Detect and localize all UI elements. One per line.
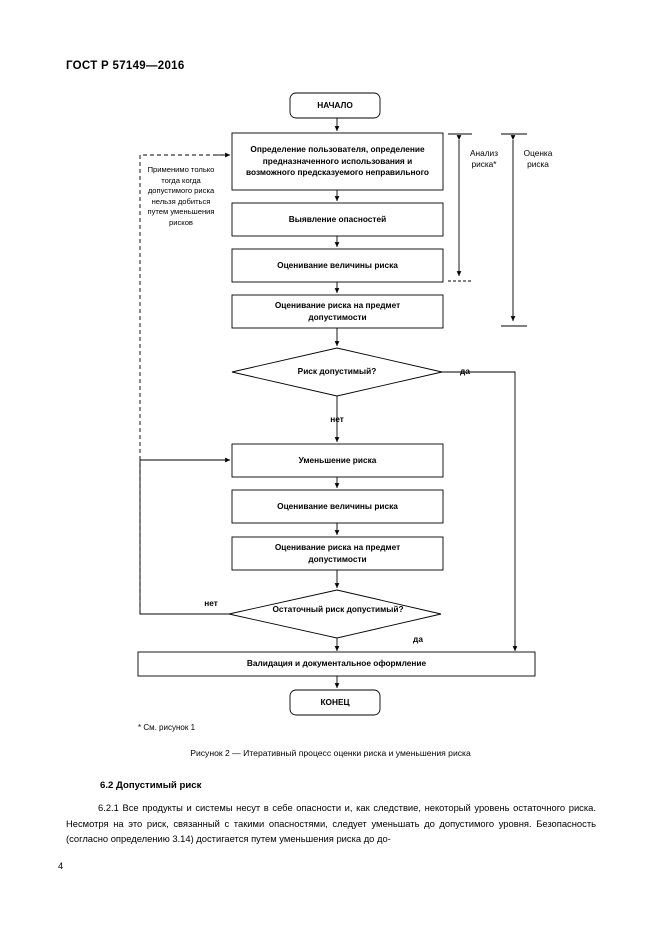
node-end-label: КОНЕЦ xyxy=(320,696,350,707)
node-start-label: НАЧАЛО xyxy=(317,99,353,110)
node-validation-label: Валидация и документальное оформление xyxy=(246,658,427,669)
bracket-label-risk-analysis: Анализ риска* xyxy=(469,148,498,169)
node-decision-2-label: Остаточный риск допустимый? xyxy=(272,604,404,615)
node-validation-shape xyxy=(137,651,536,677)
node-evaluate-risk-2-label: Оценивание риска на предмет допустимости xyxy=(274,542,401,564)
node-estimate-risk-2-label: Оценивание величины риска xyxy=(277,500,398,511)
node-reduce-risk-label: Уменьшение риска xyxy=(298,454,377,465)
figure-side-note: Применимо только тогда когда допустимого… xyxy=(147,165,215,227)
bracket-risk-assessment xyxy=(501,133,527,327)
edge-label-yes-2: да xyxy=(413,634,423,644)
page-number: 4 xyxy=(58,860,64,871)
node-decision-1-label: Риск допустимый? xyxy=(297,366,377,377)
node-identify-hazards-shape xyxy=(231,202,444,237)
bracket-risk-analysis xyxy=(448,133,472,282)
page-header: ГОСТ Р 57149—2016 xyxy=(66,60,185,72)
edge-feedback-dashed-path xyxy=(139,154,225,614)
figure-caption: Рисунок 2 — Итеративный процесс оценки р… xyxy=(190,748,471,758)
body-paragraph: 6.2.1 Все продукты и системы несут в себ… xyxy=(66,800,596,847)
figure-flowchart: НАЧАЛО Определение пользователя, определ… xyxy=(137,92,553,758)
paragraph-number: 6.2.1 xyxy=(98,802,119,813)
node-estimate-risk-1-shape xyxy=(231,248,444,283)
edge-label-yes-1: да xyxy=(460,366,470,376)
paragraph-text: Все продукты и системы несут в себе опас… xyxy=(66,802,596,844)
section-heading: 6.2 Допустимый риск xyxy=(100,780,202,791)
node-decision-2-shape xyxy=(228,589,442,639)
node-end-shape xyxy=(289,689,381,716)
edge-decision1-yes-path xyxy=(442,371,516,648)
bracket-label-risk-assessment: Оценка риска xyxy=(523,148,553,169)
edge-label-no-2: нет xyxy=(204,598,218,608)
node-evaluate-risk-1-shape xyxy=(231,294,444,329)
node-estimate-risk-2-shape xyxy=(231,489,444,524)
node-reduce-risk-shape xyxy=(231,443,444,478)
figure-footnote: * См. рисунок 1 xyxy=(138,723,196,732)
node-define-user-label: Определение пользователя, определение пр… xyxy=(246,144,429,178)
edge-decision2-no-path xyxy=(139,460,229,615)
flowchart-svg xyxy=(137,92,536,716)
node-estimate-risk-1-label: Оценивание величины риска xyxy=(277,259,398,270)
node-start-shape xyxy=(289,92,381,119)
node-identify-hazards-label: Выявление опасностей xyxy=(288,213,387,224)
node-define-user-shape xyxy=(231,132,444,191)
edge-label-no-1: нет xyxy=(330,414,344,424)
node-evaluate-risk-2-shape xyxy=(231,536,444,571)
node-evaluate-risk-1-label: Оценивание риска на предмет допустимости xyxy=(274,300,401,322)
